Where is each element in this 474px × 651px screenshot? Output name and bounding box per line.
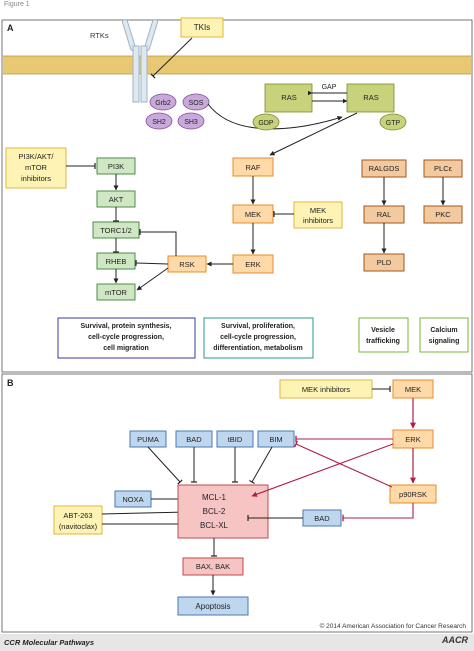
pi3k-inhibitors-line2: mTOR <box>25 163 48 172</box>
outcome-calcium-line2: signaling <box>429 338 460 345</box>
mapk-pathway: RAF MEK ERK <box>206 157 274 274</box>
bad-top-label: BAD <box>186 435 202 444</box>
pld-label: PLD <box>377 258 392 267</box>
gtp-label: GTP <box>386 120 401 127</box>
outcome-pi3k-line1: Survival, protein synthesis, <box>80 323 171 330</box>
outcome-mapk-line3: differentiation, metabolism <box>213 345 302 352</box>
noxa-label: NOXA <box>122 495 143 504</box>
bclxl-label: BCL-XL <box>200 521 229 530</box>
rtks-label: RTKs <box>90 31 109 40</box>
outcome-vesicle-line1: Vesicle <box>371 327 395 334</box>
mcl1-label: MCL-1 <box>202 493 227 502</box>
sos-label: SOS <box>189 100 204 107</box>
tkis-label: TKIs <box>194 23 210 32</box>
gdp-label: GDP <box>258 120 274 127</box>
mek-inhibitors-a-line2: inhibitors <box>303 216 333 225</box>
sh3-label: SH3 <box>184 119 198 126</box>
torc-label: TORC1/2 <box>100 226 132 235</box>
ras-gdp-node: RAS GDP <box>252 83 313 131</box>
journal-name: CCR Molecular Pathways <box>4 638 95 647</box>
ras-gtp-label: RAS <box>363 93 378 102</box>
bad-lower-label: BAD <box>314 514 330 523</box>
erk-label: ERK <box>245 260 260 269</box>
outcome-pi3k-box <box>57 317 196 359</box>
mek-inhibitors-b-label: MEK inhibitors <box>302 385 351 394</box>
abt263-box <box>53 505 103 535</box>
figure-label: Figure 1 <box>4 1 30 8</box>
bcl2-label: BCL-2 <box>203 507 226 516</box>
anti-apoptotic-box <box>177 484 269 539</box>
ras-gdp-label: RAS <box>281 93 296 102</box>
tkis-box <box>180 17 224 38</box>
pi3k-inhibitors-line3: inhibitors <box>21 174 51 183</box>
akt-label: AKT <box>109 195 124 204</box>
rtk-receptor <box>122 19 158 103</box>
rheb-label: RHEB <box>106 257 127 266</box>
mek-inhibitors-box-a <box>293 201 343 229</box>
pkc-label: PKC <box>435 210 451 219</box>
mtor-label: mTOR <box>105 288 128 297</box>
apoptosis-label: Apoptosis <box>195 602 230 611</box>
outcome-mapk-box <box>203 317 314 359</box>
bax-bak-label: BAX, BAK <box>196 562 230 571</box>
abt263-line2: (navitoclax) <box>59 522 98 531</box>
puma-label: PUMA <box>137 435 159 444</box>
gap-label: GAP <box>322 84 337 91</box>
pi3k-pathway: PI3K AKT TORC1/2 RHEB mTOR <box>92 157 140 301</box>
grb2-label: Grb2 <box>155 100 171 107</box>
pathway-diagram: A RTKs TKIs Grb2 SOS SH2 SH3 RAS GDP <box>1 17 473 633</box>
bh3-only-proteins: PUMA BAD tBID BIM <box>129 430 295 448</box>
outcome-mapk-line1: Survival, proliferation, <box>221 323 295 330</box>
panel-a-label: A <box>7 23 14 33</box>
copyright-text: © 2014 American Association for Cancer R… <box>320 622 467 630</box>
cell-membrane <box>3 56 471 74</box>
pi3k-inhibitors-line1: PI3K/AKT/ <box>18 152 54 161</box>
rsk-label: RSK <box>179 260 194 269</box>
adaptor-complex: Grb2 SOS SH2 SH3 <box>145 93 210 130</box>
panel-b-label: B <box>7 378 14 388</box>
mek-b-label: MEK <box>405 385 421 394</box>
mek-label: MEK <box>245 210 261 219</box>
ras-gtp-node: RAS GTP <box>346 83 407 131</box>
outcome-mapk-line2: cell-cycle progression, <box>220 334 296 341</box>
apoptosis-box <box>177 596 249 616</box>
ralgds-pathway: RALGDS RAL PLD <box>361 159 407 272</box>
raf-label: RAF <box>246 163 261 172</box>
outcome-pi3k-line3: cell migration <box>103 345 149 352</box>
outcome-calcium-box <box>419 317 469 353</box>
outcome-calcium-line1: Calcium <box>430 327 457 334</box>
tbid-label: tBID <box>228 435 243 444</box>
outcome-pi3k-line2: cell-cycle progression, <box>88 334 164 341</box>
panel-a-frame <box>1 19 473 373</box>
plc-pathway: PLCε PKC <box>423 159 463 224</box>
aacr-logo: AACR <box>442 635 468 645</box>
p90rsk-label: p90RSK <box>399 490 427 499</box>
sh2-label: SH2 <box>152 119 166 126</box>
outcome-vesicle-box <box>358 317 409 353</box>
plc-label: PLCε <box>434 164 453 173</box>
bim-label: BIM <box>269 435 282 444</box>
abt263-line1: ABT-263 <box>63 511 92 520</box>
erk-b-label: ERK <box>405 435 420 444</box>
pi3k-label: PI3K <box>108 162 124 171</box>
mek-inhibitors-a-line1: MEK <box>310 206 326 215</box>
outcome-vesicle-line2: trafficking <box>366 338 400 345</box>
footer-bar: CCR Molecular Pathways AACR <box>0 634 474 651</box>
pi3k-inhibitors-box <box>5 147 67 189</box>
ralgds-label: RALGDS <box>369 164 400 173</box>
ral-label: RAL <box>377 210 392 219</box>
